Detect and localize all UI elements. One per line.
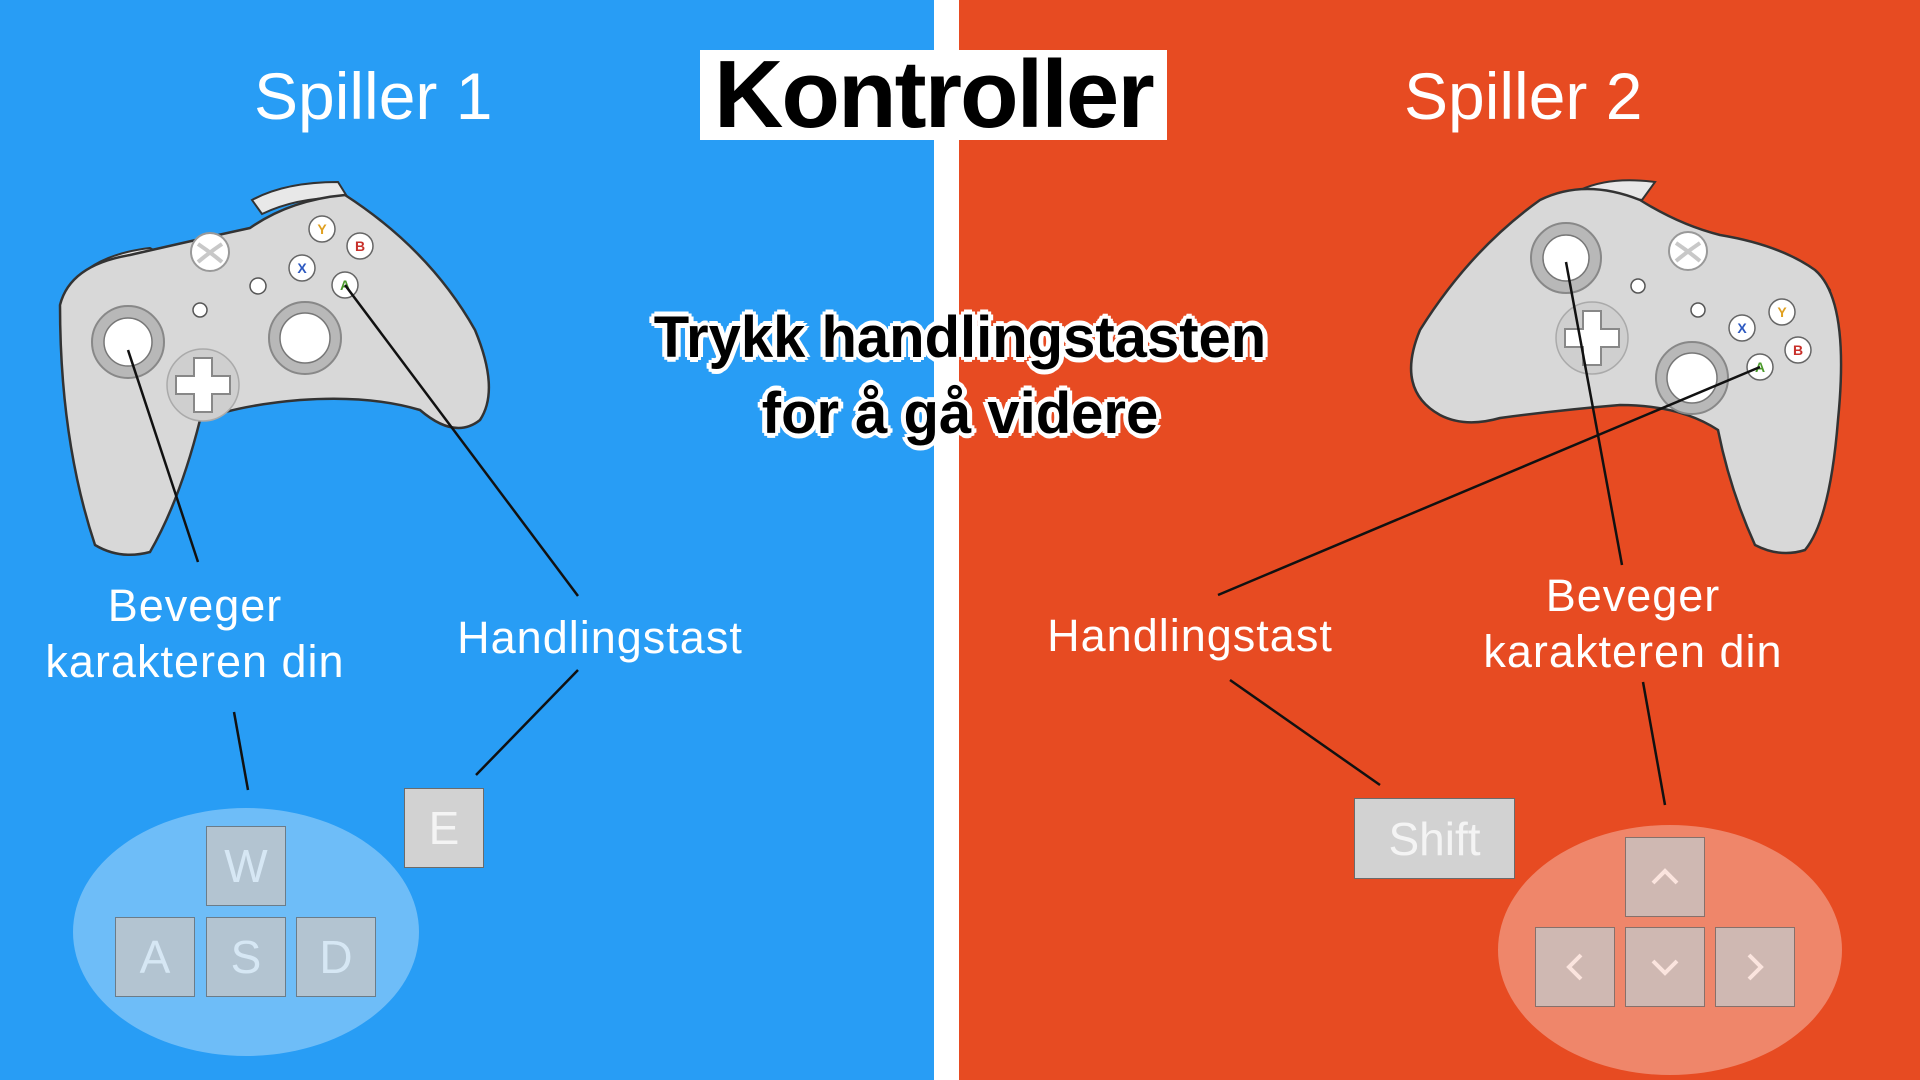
player1-move-label: Beveger karakteren din bbox=[45, 580, 345, 687]
key-arrow-down[interactable] bbox=[1625, 927, 1705, 1007]
key-w[interactable]: W bbox=[206, 826, 286, 906]
key-shift[interactable]: Shift bbox=[1354, 798, 1515, 879]
arrow-left-icon bbox=[1566, 953, 1583, 981]
key-arrow-up[interactable] bbox=[1625, 837, 1705, 917]
arrow-down-icon bbox=[1651, 959, 1679, 976]
player2-move-label: Beveger karakteren din bbox=[1483, 570, 1783, 677]
page-title: Kontroller bbox=[700, 47, 1167, 143]
player1-action-label: Handlingstast bbox=[457, 612, 743, 663]
player2-action-label: Handlingstast bbox=[1047, 610, 1333, 661]
panel-divider bbox=[934, 0, 959, 1080]
arrow-up-icon bbox=[1651, 868, 1679, 885]
continue-prompt-line1: Trykk handlingstasten bbox=[653, 305, 1267, 370]
key-arrow-left[interactable] bbox=[1535, 927, 1615, 1007]
arrow-right-icon bbox=[1747, 953, 1764, 981]
key-s[interactable]: S bbox=[206, 917, 286, 997]
player1-title: Spiller 1 bbox=[254, 59, 493, 133]
key-d[interactable]: D bbox=[296, 917, 376, 997]
player2-title: Spiller 2 bbox=[1404, 59, 1643, 133]
continue-prompt: Trykk handlingstasten for å gå videre bbox=[560, 300, 1360, 452]
key-a[interactable]: A bbox=[115, 917, 195, 997]
key-arrow-right[interactable] bbox=[1715, 927, 1795, 1007]
key-e[interactable]: E bbox=[404, 788, 484, 868]
continue-prompt-line2: for å gå videre bbox=[761, 381, 1159, 446]
